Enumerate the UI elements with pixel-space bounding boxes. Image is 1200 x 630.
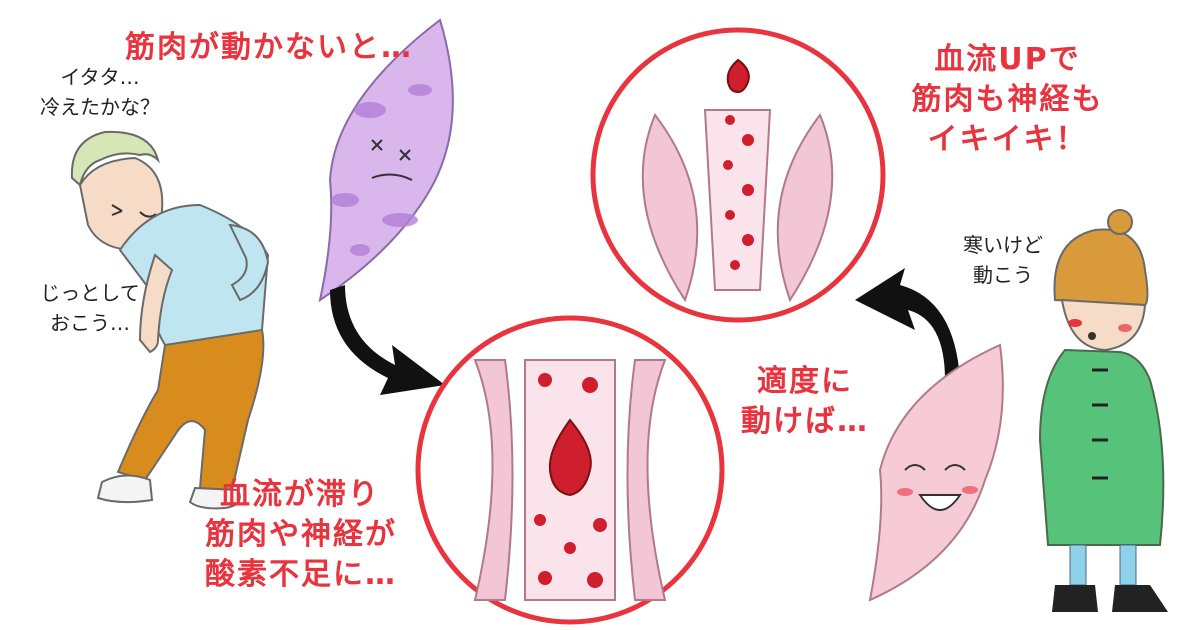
stagnant-blood-circle: [415, 315, 725, 625]
speech-old-man-mid-line-1: じっとして: [40, 281, 140, 305]
caption-stagnant-line-2: 筋肉や神経が: [205, 517, 397, 552]
caption-blood-up: 血流UPで 筋肉も神経も イキイキ！: [905, 40, 1110, 160]
speech-old-man-top-line-2: 冷えたかな？: [40, 95, 160, 119]
speech-child-line-2: 動こう: [973, 263, 1033, 287]
caption-move: 適度に 動けば…: [740, 362, 870, 442]
speech-old-man-top: イタタ… 冷えたかな？: [25, 62, 175, 122]
caption-no-move: 筋肉が動かないと…: [125, 30, 413, 65]
caption-move-line-2: 動けば…: [741, 404, 869, 439]
speech-child-line-1: 寒いけど: [963, 233, 1043, 257]
arrow-down-right: [330, 285, 445, 395]
caption-stagnant-line-3: 酸素不足に…: [205, 557, 397, 592]
speech-old-man-top-line-1: イタタ…: [60, 65, 140, 89]
happy-muscle-figure: [868, 343, 1004, 602]
speech-old-man-mid-line-2: おこう…: [50, 311, 130, 335]
speech-child: 寒いけど 動こう: [948, 230, 1058, 290]
caption-blood-up-line-2: 筋肉も神経も: [911, 82, 1104, 117]
caption-stagnant-line-1: 血流が滞り: [220, 477, 380, 512]
elderly-man-figure: [70, 130, 270, 510]
caption-move-line-1: 適度に: [757, 364, 853, 399]
speech-old-man-mid: じっとして おこう…: [25, 278, 155, 338]
healthy-flow-circle: [590, 27, 886, 323]
caption-blood-up-line-3: イキイキ！: [927, 122, 1088, 157]
caption-stagnant: 血流が滞り 筋肉や神経が 酸素不足に…: [205, 475, 395, 595]
arrow-up-left: [855, 268, 960, 380]
caption-blood-up-line-1: 血流UPで: [934, 42, 1081, 77]
child-figure: [1038, 209, 1168, 612]
stiff-muscle-figure: [318, 18, 454, 303]
